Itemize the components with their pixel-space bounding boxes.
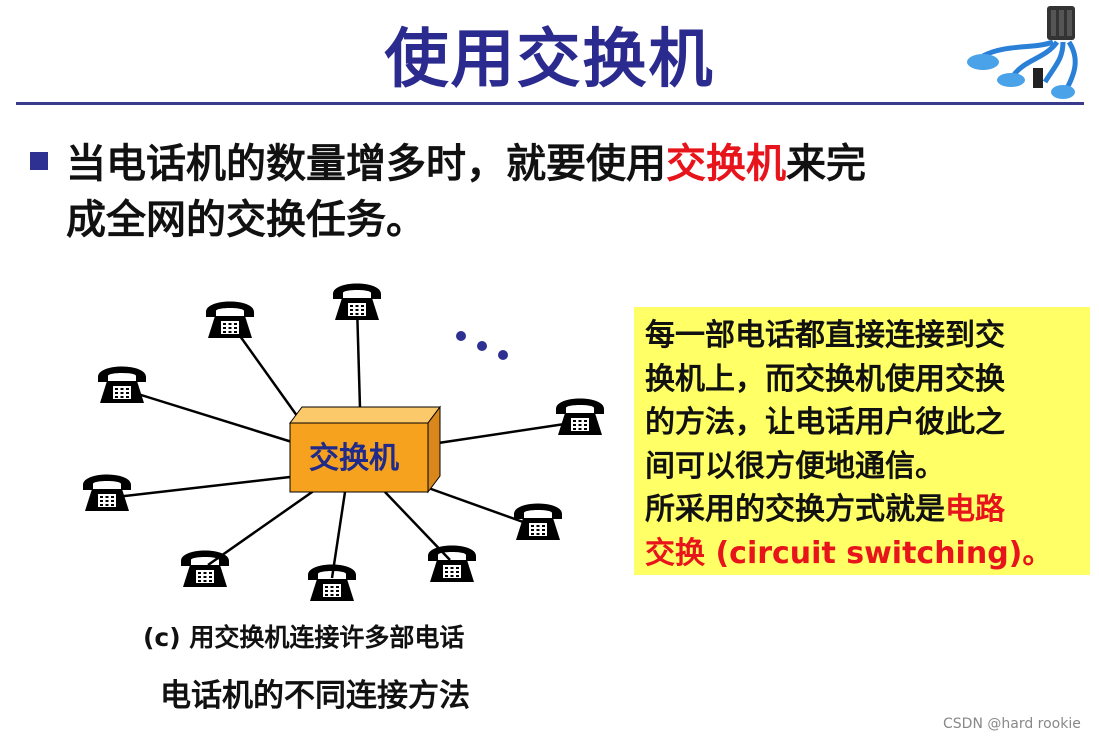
ellipsis-dots <box>456 331 508 360</box>
telephone-icon <box>308 564 356 601</box>
switch-box: 交换机 <box>289 405 441 494</box>
bullet-highlight: 交换机 <box>666 141 786 187</box>
bullet-text: 当电话机的数量增多时，就要使用交换机来完 成全网的交换任务。 <box>66 136 1046 248</box>
bullet-text-part1: 当电话机的数量增多时，就要使用 <box>66 141 666 187</box>
switch-diagram: 交换机 <box>83 283 604 601</box>
note-text: 每一部电话都直接连接到交 换机上，而交换机使用交换 的方法，让电话用户彼此之 间… <box>645 314 1090 575</box>
note-line-2: 换机上，而交换机使用交换 <box>645 361 1005 397</box>
switch-label: 交换机 <box>309 441 399 476</box>
telephone-icon <box>206 301 254 338</box>
bullet-text-part2: 来完 <box>786 141 866 187</box>
note-line-5: 所采用的交换方式就是 <box>645 492 945 527</box>
note-line-3: 的方法，让电话用户彼此之 <box>645 405 1005 440</box>
slide-title: 使用交换机 <box>384 23 715 97</box>
title-divider <box>16 102 1084 105</box>
watermark: CSDN @hard rookie <box>943 716 1081 732</box>
telephone-icon <box>556 398 604 435</box>
note-highlight-a: 电路 <box>945 492 1005 527</box>
bullet-square-icon <box>30 152 48 170</box>
diagram-caption: (c) 用交换机连接许多部电话 <box>143 623 465 652</box>
bullet-text-line2: 成全网的交换任务。 <box>66 197 426 243</box>
telephone-icon <box>428 545 476 582</box>
figure-caption: 电话机的不同连接方法 <box>160 678 470 714</box>
note-line-1: 每一部电话都直接连接到交 <box>645 318 1005 353</box>
telephone-icon <box>181 550 229 587</box>
note-line-4: 间可以很方便地通信。 <box>645 448 945 484</box>
network-logo-icon <box>967 6 1078 99</box>
telephone-icon <box>98 366 146 403</box>
note-highlight-b: 交换 (circuit switching)。 <box>645 535 1053 571</box>
telephone-icon <box>83 474 131 511</box>
note-box <box>634 307 1090 575</box>
telephone-icon <box>333 283 381 320</box>
